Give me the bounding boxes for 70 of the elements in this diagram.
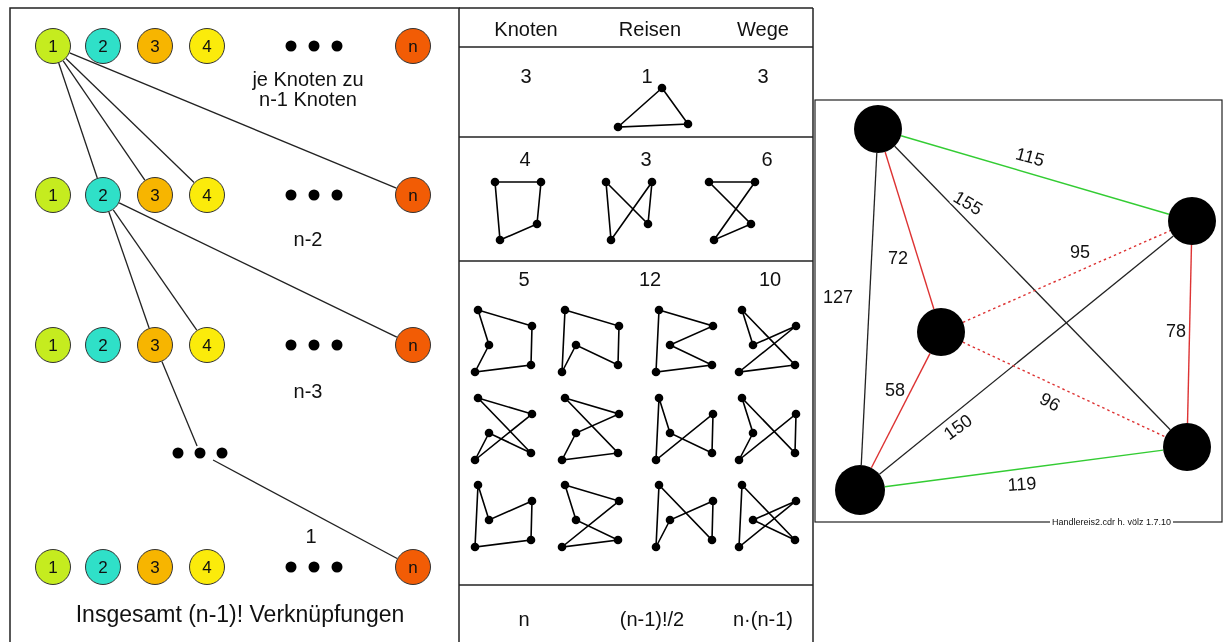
edge-label: 127 bbox=[822, 288, 854, 306]
column-header: Reisen bbox=[617, 20, 683, 40]
number-circle: 3 bbox=[137, 177, 173, 213]
number-circle: 4 bbox=[189, 549, 225, 585]
connector-line bbox=[65, 57, 195, 184]
number-circle: 2 bbox=[85, 327, 121, 363]
table-value: 1 bbox=[640, 67, 654, 87]
connector-line bbox=[878, 235, 1174, 475]
table-value: 12 bbox=[637, 270, 663, 290]
number-circle: n bbox=[395, 177, 431, 213]
connector-line bbox=[62, 60, 146, 181]
table-value: 3 bbox=[756, 67, 770, 87]
vertex-circle bbox=[1168, 197, 1216, 245]
connector-line bbox=[1186, 244, 1193, 424]
connector-line bbox=[161, 360, 198, 447]
ellipsis-icon bbox=[171, 446, 229, 460]
table-value: 10 bbox=[757, 270, 783, 290]
vertex-circle bbox=[835, 465, 885, 515]
caption-text: Insgesamt (n-1)! Verknüpfungen bbox=[74, 602, 406, 626]
table-value: 3 bbox=[639, 150, 653, 170]
table-value: 3 bbox=[519, 67, 533, 87]
number-circle: 4 bbox=[189, 177, 225, 213]
number-circle: 2 bbox=[85, 549, 121, 585]
connector-line bbox=[68, 52, 397, 189]
count-label: n-3 bbox=[292, 382, 324, 402]
number-circle: 3 bbox=[137, 549, 173, 585]
vertex-circle bbox=[854, 105, 902, 153]
number-circle: 2 bbox=[85, 177, 121, 213]
number-circle: 3 bbox=[137, 28, 173, 64]
table-value: 6 bbox=[760, 150, 774, 170]
connector-line bbox=[884, 449, 1164, 488]
connector-line bbox=[870, 352, 931, 469]
number-circle: 4 bbox=[189, 327, 225, 363]
count-label: n-2 bbox=[292, 230, 324, 250]
edge-label: 95 bbox=[1069, 243, 1091, 261]
number-circle: n bbox=[395, 549, 431, 585]
connector-line bbox=[900, 135, 1170, 215]
number-circle: 1 bbox=[35, 549, 71, 585]
connector-line bbox=[58, 62, 98, 179]
vertex-circle bbox=[917, 308, 965, 356]
annotation-text: je Knoten zu n-1 Knoten bbox=[251, 70, 365, 110]
number-circle: 1 bbox=[35, 28, 71, 64]
connector-line bbox=[962, 341, 1166, 438]
number-circle: n bbox=[395, 327, 431, 363]
file-note: Handlereis2.cdr h. völz 1.7.10 bbox=[1050, 517, 1174, 527]
connector-line bbox=[860, 152, 878, 466]
table-value: 4 bbox=[518, 150, 532, 170]
vertex-circle bbox=[1163, 423, 1211, 471]
number-circle: 3 bbox=[137, 327, 173, 363]
count-label: 1 bbox=[304, 527, 318, 547]
table-value: n·(n-1) bbox=[732, 610, 794, 630]
column-header: Knoten bbox=[493, 20, 559, 40]
number-circle: n bbox=[395, 28, 431, 64]
table-value: (n-1)!/2 bbox=[618, 610, 686, 630]
connector-line bbox=[212, 459, 398, 560]
edge-label: 58 bbox=[884, 381, 906, 399]
edge-label: 72 bbox=[887, 249, 909, 267]
table-value: 5 bbox=[517, 270, 531, 290]
connector-line bbox=[112, 209, 198, 331]
edge-label: 78 bbox=[1165, 322, 1187, 340]
connector-line bbox=[884, 151, 935, 310]
column-header: Wege bbox=[736, 20, 790, 40]
number-circle: 1 bbox=[35, 177, 71, 213]
connector-line bbox=[118, 202, 398, 338]
connector-line bbox=[108, 211, 150, 329]
connector-line bbox=[894, 145, 1171, 431]
number-circle: 2 bbox=[85, 28, 121, 64]
number-circle: 4 bbox=[189, 28, 225, 64]
number-circle: 1 bbox=[35, 327, 71, 363]
table-value: n bbox=[517, 610, 531, 630]
